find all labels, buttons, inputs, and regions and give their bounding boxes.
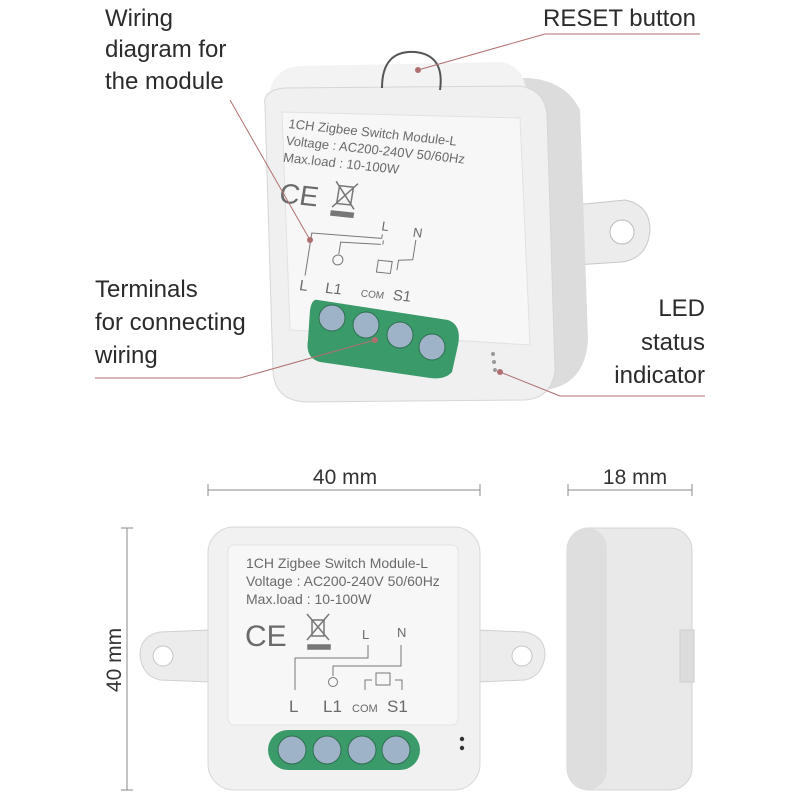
label-voltage: Voltage : AC200-240V 50/60Hz xyxy=(246,573,440,589)
terminal-block xyxy=(268,730,420,770)
reset-button xyxy=(381,50,442,91)
led-indicator xyxy=(459,736,465,751)
label-terminal: S1 xyxy=(392,287,413,306)
terminal-block xyxy=(307,299,459,379)
terminal-screw-icon xyxy=(381,735,411,765)
mounting-hole xyxy=(609,219,635,245)
weee-bin-icon xyxy=(329,180,359,219)
terminal-screw-icon xyxy=(277,735,307,765)
terminal-screw-icon xyxy=(347,735,377,765)
callout-text: LED xyxy=(658,295,705,322)
callout-terminals: Terminals for connecting wiring xyxy=(94,276,246,369)
label-terminal: L xyxy=(298,277,309,295)
callout-text: for connecting xyxy=(95,309,246,336)
label-max-load: Max.load : 10-100W xyxy=(246,591,372,607)
label-terminal: COM xyxy=(352,703,378,715)
terminal-screw-icon xyxy=(418,333,446,361)
label-terminal: L xyxy=(289,697,298,716)
terminal-screw-icon xyxy=(386,321,414,349)
dimension-lines xyxy=(121,484,693,791)
label-terminal: S1 xyxy=(387,697,408,716)
terminal-screw-icon xyxy=(352,311,380,339)
callout-dots xyxy=(307,67,503,375)
callout-text: indicator xyxy=(614,362,705,389)
callout-text: the module xyxy=(105,68,224,95)
callout-reset-button: RESET button xyxy=(543,5,696,32)
mounting-hole xyxy=(511,645,533,667)
module-front-view: 1CH Zigbee Switch Module-L Voltage : AC2… xyxy=(139,526,546,791)
label-terminal: N xyxy=(397,625,406,640)
callout-text: diagram for xyxy=(105,36,226,63)
callout-text: Wiring xyxy=(105,5,173,32)
mounting-hole xyxy=(152,645,174,667)
callout-led-indicator: LED status indicator xyxy=(614,295,705,389)
dimension-depth: 18 mm xyxy=(603,466,667,489)
label-terminal: L xyxy=(362,627,369,642)
dimension-width: 40 mm xyxy=(313,466,377,489)
led-indicator xyxy=(491,352,497,372)
label-terminal: L1 xyxy=(324,280,343,299)
label-terminal: COM xyxy=(360,289,385,302)
module-side-view xyxy=(566,527,695,791)
label-terminal: L1 xyxy=(323,697,342,716)
label-title: 1CH Zigbee Switch Module-L xyxy=(246,555,428,571)
terminal-screw-icon xyxy=(312,735,342,765)
weee-bin-icon xyxy=(306,613,331,650)
callout-lines xyxy=(95,33,705,397)
callout-text: status xyxy=(641,329,705,356)
ce-mark-icon: CE xyxy=(245,620,287,653)
module-perspective-view: 1CH Zigbee Switch Module-L Voltage : AC2… xyxy=(264,50,651,403)
label-terminal: N xyxy=(412,225,424,241)
dimension-height: 40 mm xyxy=(103,628,126,692)
label-terminal: L xyxy=(381,218,391,234)
terminal-screw-icon xyxy=(318,304,346,332)
callout-text: Terminals xyxy=(95,276,198,303)
callout-text: wiring xyxy=(94,342,158,369)
callout-wiring-diagram: Wiring diagram for the module xyxy=(105,5,226,95)
